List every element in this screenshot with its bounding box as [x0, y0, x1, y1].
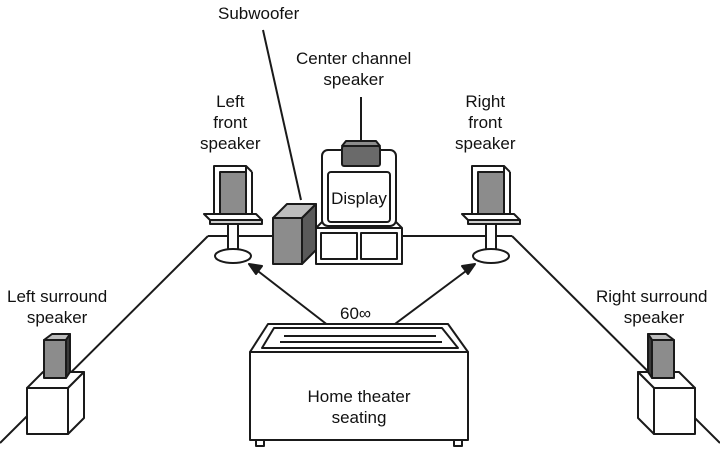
- left-front-label-line3: speaker: [200, 134, 261, 153]
- angle-label: 60∞: [340, 304, 372, 323]
- center-channel-label-line1: Center channel: [296, 49, 412, 68]
- left-front-label: Left front speaker: [200, 91, 260, 154]
- display-label: Display: [331, 189, 387, 208]
- subwoofer-icon: [272, 203, 317, 265]
- seating-label-line2: seating: [331, 408, 387, 427]
- seating-label: Home theater seating: [300, 386, 418, 428]
- right-surround-label-line1: Right surround: [596, 287, 708, 306]
- right-front-label: Right front speaker: [455, 91, 515, 154]
- sofa-icon: [249, 323, 469, 447]
- seating-label-line1: Home theater: [307, 387, 411, 406]
- right-surround-speaker-icon: [637, 333, 696, 435]
- right-front-label-line3: speaker: [455, 134, 516, 153]
- right-surround-label-line2: speaker: [623, 308, 685, 327]
- display-cabinet: [315, 221, 403, 265]
- left-surround-label: Left surround speaker: [7, 286, 107, 328]
- center-channel-label-line2: speaker: [323, 70, 384, 89]
- right-front-speaker-icon: [461, 165, 521, 264]
- display-icon: [321, 149, 397, 227]
- left-surround-label-line2: speaker: [26, 308, 88, 327]
- left-front-label-line2: front: [213, 113, 248, 132]
- left-surround-speaker-icon: [26, 333, 85, 435]
- right-front-label-line1: Right: [465, 92, 506, 111]
- right-front-label-line2: front: [468, 113, 503, 132]
- left-front-speaker-icon: [203, 165, 263, 264]
- right-surround-label: Right surround speaker: [596, 286, 720, 328]
- left-surround-label-line1: Left surround: [7, 287, 108, 306]
- center-channel-label: Center channel speaker: [296, 48, 411, 90]
- center-speaker-icon: [341, 140, 381, 167]
- left-front-label-line1: Left: [216, 92, 245, 111]
- subwoofer-label: Subwoofer: [218, 4, 300, 23]
- subwoofer-pointer: [262, 29, 302, 201]
